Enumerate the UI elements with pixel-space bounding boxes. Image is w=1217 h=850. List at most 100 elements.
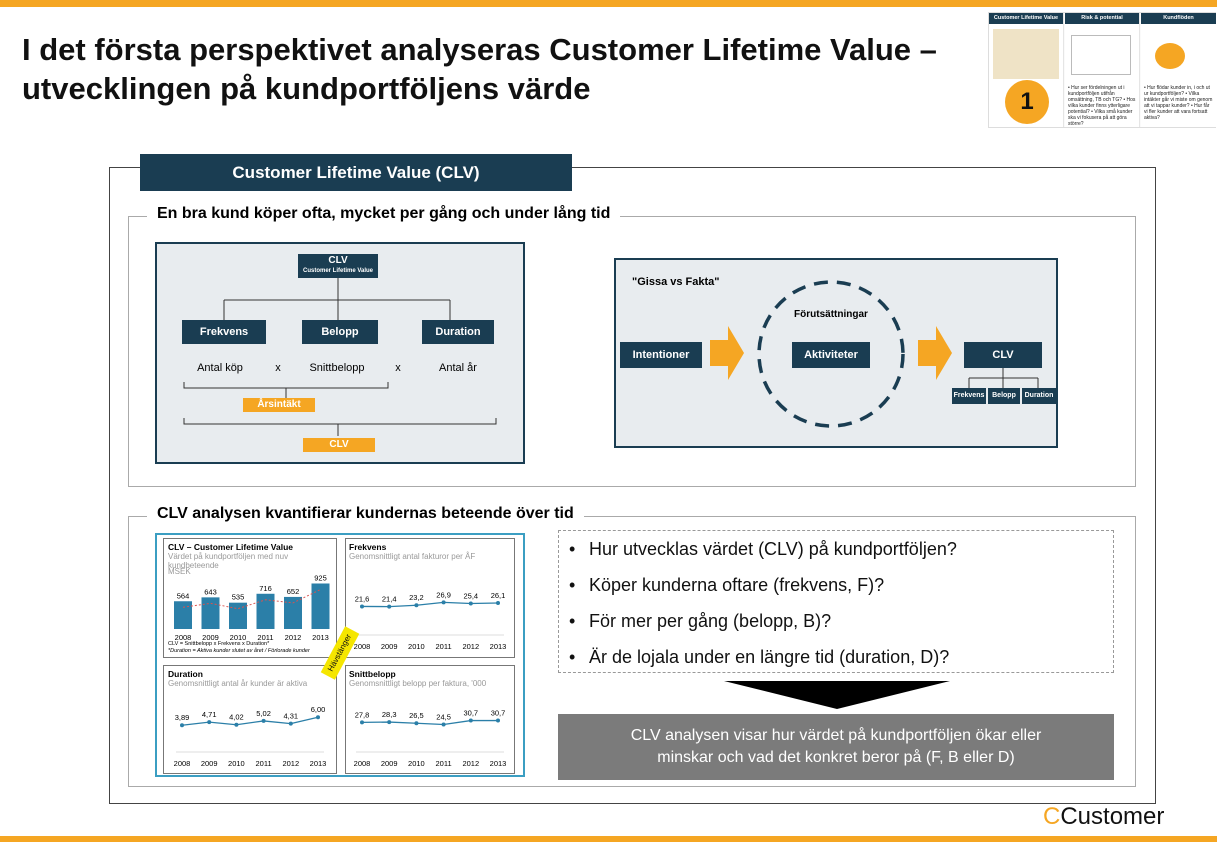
year-label: 2012: [462, 642, 479, 651]
series-point: [234, 722, 239, 727]
clv-bar: [256, 593, 275, 629]
flow-frekvens: Frekvens: [952, 388, 986, 404]
clv-bar-label: 535: [232, 593, 245, 602]
series-point: [180, 723, 184, 728]
series-point: [468, 718, 473, 723]
year-label: 2010: [408, 642, 425, 651]
page-title: I det första perspektivet analyseras Cus…: [22, 32, 937, 106]
tree-node-frekvens: Frekvens: [182, 320, 266, 344]
thumb-flow[interactable]: Kundflöden • Hur flödar kunder in, i och…: [1141, 13, 1216, 127]
question-item: •Hur utvecklas värdet (CLV) på kundportf…: [569, 539, 957, 559]
section-behaviour: [128, 216, 1136, 487]
frekvens-line-chart: 21,6200821,4200923,2201026,9201125,42012…: [354, 590, 507, 651]
clv-chart-unit: MSEK: [168, 567, 191, 576]
point-label: 24,5: [436, 712, 451, 721]
thumb-preview: [993, 29, 1059, 79]
clv-year-label: 2010: [230, 633, 247, 642]
point-label: 30,7: [463, 709, 478, 718]
section-2-title: CLV analysen kvantifierar kundernas bete…: [147, 505, 584, 523]
clv-bar: [174, 601, 192, 629]
point-label: 6,00: [311, 705, 326, 714]
clv-bar-label: 564: [177, 591, 190, 600]
tree-node-belopp: Belopp: [302, 320, 378, 344]
year-label: 2013: [490, 759, 507, 768]
series-point: [496, 600, 500, 605]
thumb-preview: [1155, 43, 1185, 69]
down-funnel-arrow: [724, 681, 950, 709]
clv-chart-subtitle: Värdet på kundportföljen med nuv kundbet…: [168, 552, 289, 570]
series-point: [288, 721, 293, 726]
point-label: 27,8: [355, 710, 370, 719]
series-point: [414, 721, 419, 726]
point-label: 30,7: [491, 709, 506, 718]
question-text: Hur utvecklas värdet (CLV) på kundportfö…: [589, 539, 957, 559]
clv-bar-label: 652: [287, 587, 300, 596]
clv-year-label: 2009: [202, 633, 219, 642]
year-label: 2009: [381, 642, 398, 651]
series-point: [414, 603, 419, 608]
thumb-text: • Hur ser fördelningen ut i kundportfölj…: [1068, 85, 1136, 127]
snittbelopp-line-chart: 27,8200828,3200926,5201024,5201130,72012…: [354, 709, 507, 768]
thumb-risk[interactable]: Risk & potential • Hur ser fördelningen …: [1065, 13, 1140, 127]
question-list: •Hur utvecklas värdet (CLV) på kundportf…: [558, 530, 1114, 673]
conclusion-line-1: CLV analysen visar hur värdet på kundpor…: [630, 727, 1042, 744]
point-label: 4,02: [229, 713, 244, 722]
point-label: 4,31: [283, 712, 298, 721]
year-label: 2008: [174, 759, 191, 768]
content-frame: [109, 167, 1156, 804]
series-point: [360, 720, 364, 725]
clv-bar: [201, 597, 220, 629]
top-accent-bar: [0, 0, 1217, 7]
series-point: [261, 718, 266, 723]
year-label: 2011: [436, 642, 452, 651]
point-label: 4,71: [202, 710, 217, 719]
year-label: 2012: [462, 759, 479, 768]
arsintakt-box: Årsintäkt: [243, 398, 315, 412]
point-label: 26,5: [409, 711, 424, 720]
thumb-tab-flow: Kundflöden: [1141, 13, 1216, 24]
clv-tree-panel: CLV Customer Lifetime Value Frekvens Bel…: [155, 242, 525, 464]
year-label: 2008: [354, 759, 371, 768]
slide-navigator[interactable]: Customer Lifetime Value Risk & potential…: [988, 12, 1216, 128]
clv-year-label: 2008: [175, 633, 192, 642]
tree-root-clv: CLV Customer Lifetime Value: [298, 254, 378, 278]
point-label: 26,1: [491, 591, 506, 600]
year-label: 2008: [354, 642, 371, 651]
year-label: 2010: [408, 759, 425, 768]
tree-connectors: [183, 278, 497, 436]
thumb-preview: [1071, 35, 1131, 75]
point-label: 21,6: [355, 594, 370, 603]
op-x: x: [275, 362, 281, 374]
clv-bar: [311, 583, 330, 629]
clv-note-1: CLV = Snittbelopp x Frekvens x Duration*: [168, 641, 270, 647]
series-line: [361, 719, 498, 726]
series-point: [441, 722, 446, 727]
clv-chart-card: CLV – Customer Lifetime Value Värdet på …: [163, 538, 337, 658]
clv-trend-line: [182, 589, 321, 610]
year-label: 2012: [282, 759, 299, 768]
question-text: Köper kunderna oftare (frekvens, F)?: [589, 575, 885, 595]
section-1-title: En bra kund köper ofta, mycket per gång …: [147, 205, 621, 223]
clv-note-2: *Duration = Aktiva kunder slutet av året…: [168, 648, 310, 654]
year-label: 2009: [201, 759, 218, 768]
logo-c: C: [1043, 803, 1061, 830]
series-point: [360, 604, 364, 609]
gissa-fakta-label: "Gissa vs Fakta": [632, 276, 720, 288]
section-quantify: [128, 516, 1136, 787]
clv-year-label: 2011: [257, 633, 273, 642]
arrow-right-icon: [710, 326, 744, 380]
tree-root-label: CLV: [328, 255, 348, 266]
question-item: •För mer per gång (belopp, B)?: [569, 611, 832, 631]
flow-belopp: Belopp: [988, 388, 1020, 404]
intentioner-box: Intentioner: [620, 342, 702, 368]
clv-tab: Customer Lifetime Value (CLV): [140, 154, 572, 191]
tree-root-sub: Customer Lifetime Value: [302, 268, 374, 274]
logo-text: Customer: [1060, 803, 1165, 830]
snittbelopp-chart-card: Snittbelopp Genomsnittligt belopp per fa…: [345, 665, 515, 774]
point-label: 23,2: [409, 593, 424, 602]
aktiviteter-box: Aktiviteter: [792, 342, 870, 368]
year-label: 2013: [490, 642, 507, 651]
snittbelopp-chart-subtitle: Genomsnittligt belopp per faktura, '000: [349, 679, 487, 688]
clv-year-label: 2012: [285, 633, 302, 642]
charts-frame: [155, 533, 525, 777]
